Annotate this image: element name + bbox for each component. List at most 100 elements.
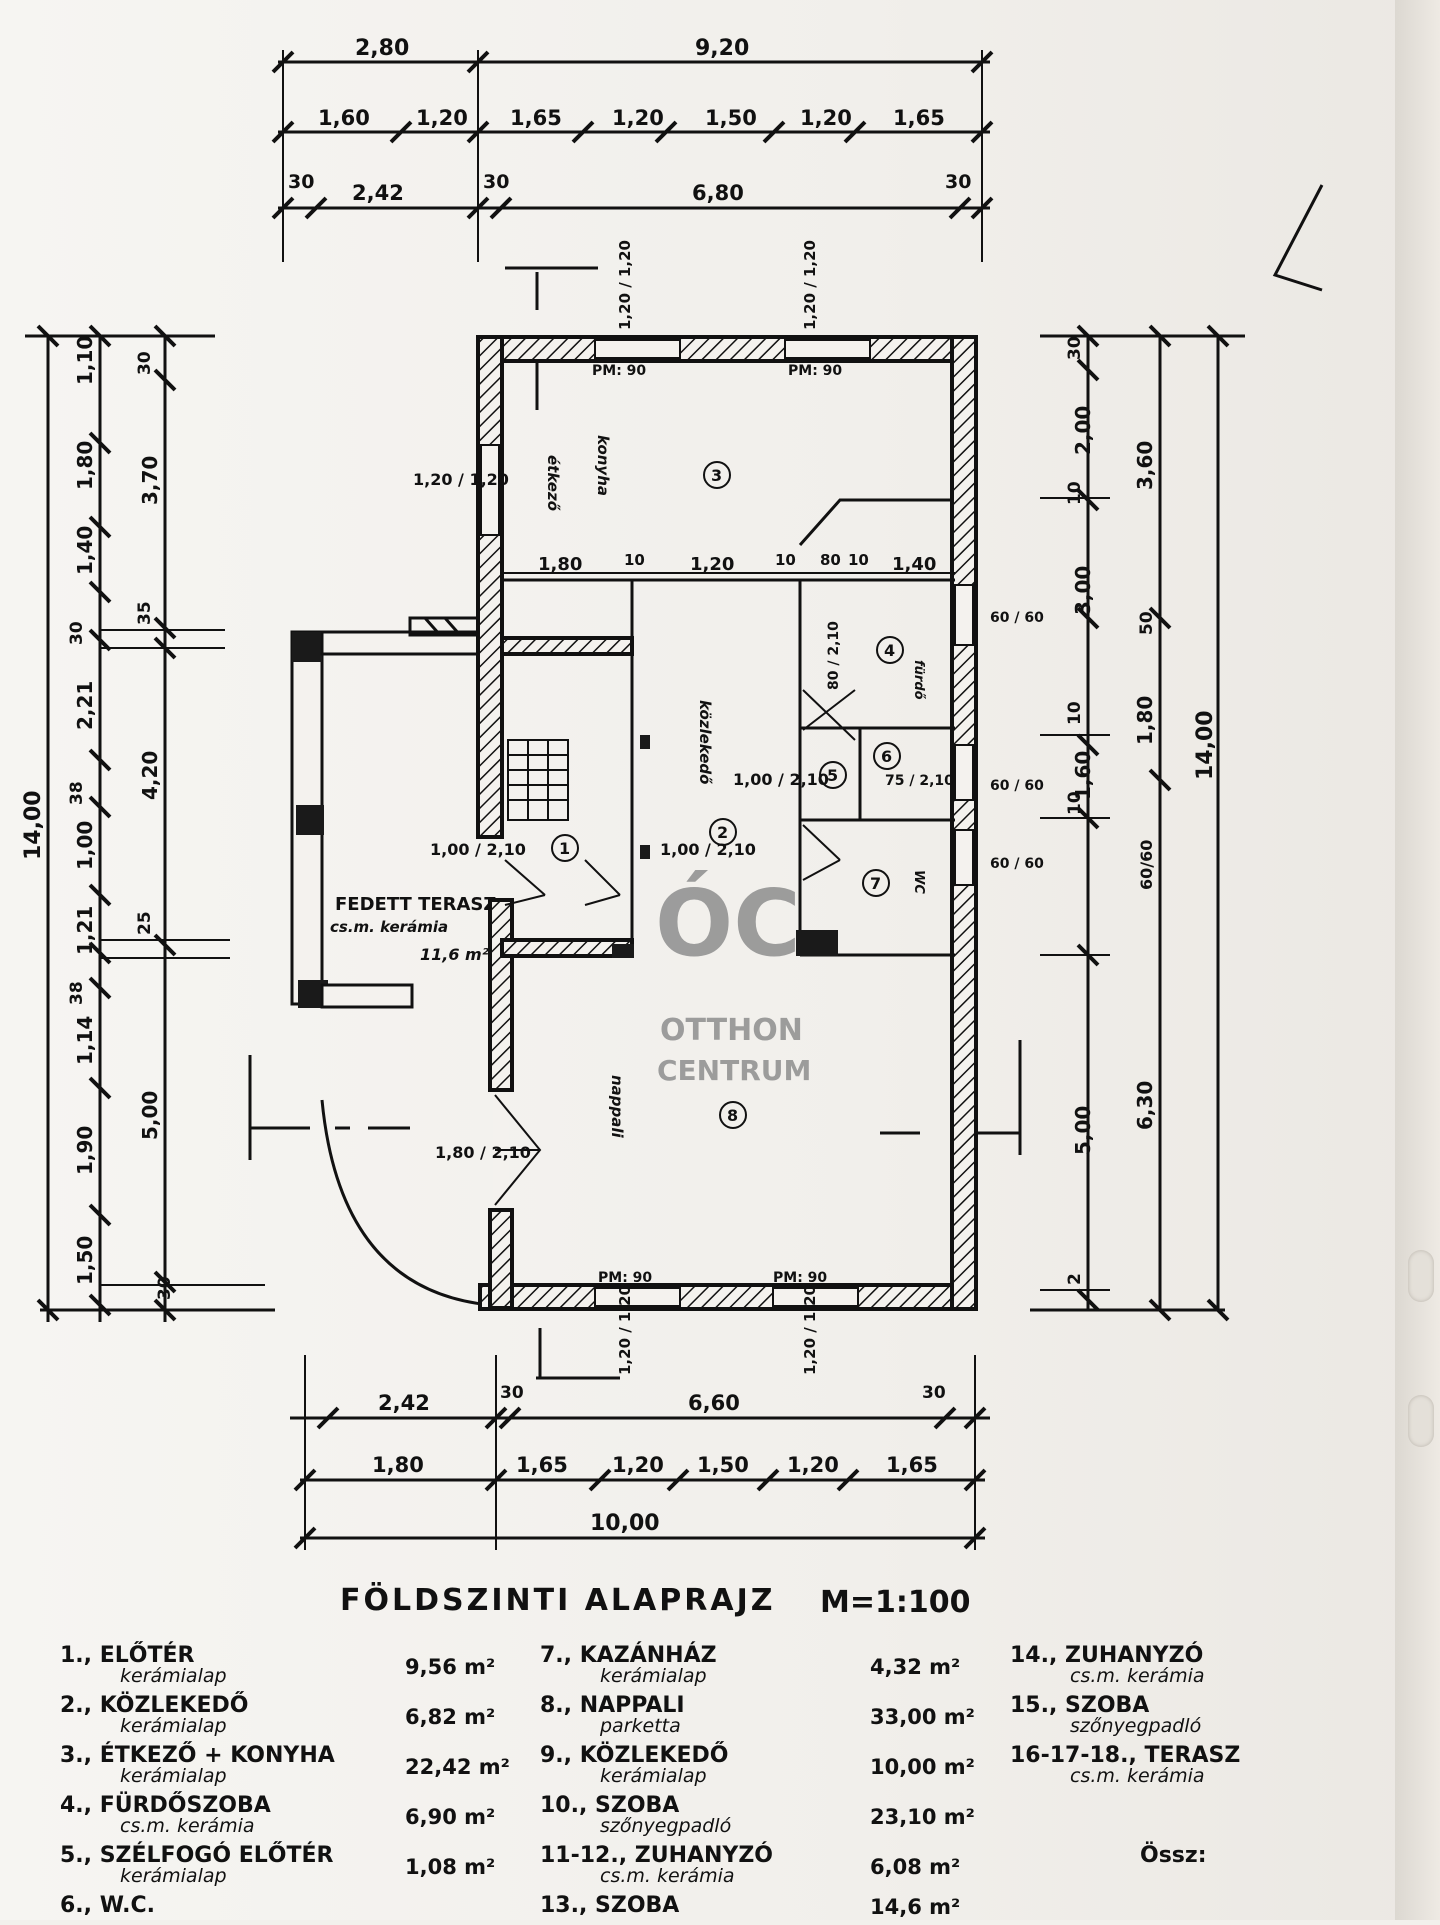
win-r2-label: 60 / 60	[990, 778, 1044, 794]
legend-total-row: Össz:	[1010, 1845, 1340, 1875]
legend-row: 4., FÜRDŐSZOBA cs.m. kerámia 6,90 m²	[60, 1795, 510, 1845]
punch-hole	[1408, 1395, 1434, 1447]
room-marker-1: 1	[559, 839, 570, 858]
room-marker-6: 6	[881, 747, 892, 766]
room-name-wc: WC	[911, 870, 926, 894]
room-marker-2: 2	[717, 823, 728, 842]
legend-num: 15.,	[1010, 1693, 1058, 1718]
legend-name: ÉTKEZŐ + KONYHA	[99, 1743, 335, 1768]
legend-name: FÜRDŐSZOBA	[99, 1793, 271, 1818]
punch-hole	[1408, 1250, 1434, 1302]
legend-area: 14,6 m²	[870, 1895, 961, 1919]
legend-sub: cs.m. kerámia	[600, 1865, 735, 1887]
dim-right-mid-0: 3,60	[1133, 441, 1157, 490]
dim-left-12: 30	[155, 1276, 175, 1300]
legend-row: 10., SZOBA szőnyegpadló 23,10 m²	[540, 1795, 990, 1845]
building-walls	[476, 335, 978, 1311]
dim-left-11: 1,50	[73, 1236, 97, 1285]
legend-area: 1,08 m²	[405, 1855, 496, 1879]
terrace-area: 11,6 m²	[420, 945, 489, 964]
legend-sub: kerámialap	[120, 1665, 227, 1687]
dim-bot-r1-1: 30	[500, 1383, 524, 1403]
legend-area: 33,00 m²	[870, 1705, 975, 1729]
legend-area: 9,56 m²	[405, 1655, 496, 1679]
plan-title: FÖLDSZINTI ALAPRAJZ M=1:100	[340, 1581, 970, 1620]
legend-num: 3.,	[60, 1743, 93, 1768]
legend-area: 4,32 m²	[870, 1655, 961, 1679]
legend-area: 6,82 m²	[405, 1705, 496, 1729]
otthon-centrum-watermark: ÓC OTTHON CENTRUM	[655, 868, 811, 1087]
dim-ri-1: 2,00	[1071, 406, 1095, 455]
legend-num: 13.,	[540, 1893, 588, 1918]
legend-num: 16-17-18.,	[1010, 1743, 1137, 1768]
pm4-label: PM: 90	[773, 1270, 827, 1286]
win-left-label: 1,20 / 1,20	[413, 470, 509, 489]
legend-name: NAPPALI	[579, 1693, 685, 1718]
legend-area: 23,10 m²	[870, 1805, 975, 1829]
legend-name: KÖZLEKEDŐ	[99, 1693, 249, 1718]
door3-label: 1,00 / 2,10	[733, 770, 829, 789]
dim-ri-5: 1,60	[1071, 751, 1095, 800]
legend-sub: kerámialap	[120, 1865, 227, 1887]
legend-column-3: 14., ZUHANYZÓ cs.m. kerámia 15., SZOBA s…	[1010, 1645, 1340, 1875]
legend-sub: kerámialap	[120, 1715, 227, 1737]
legend-num: 11-12.,	[540, 1843, 628, 1868]
dim-rs-2: 60/60	[1137, 840, 1156, 890]
room-marker-5: 5	[827, 766, 838, 785]
room-name-kitchen: konyha	[594, 435, 612, 496]
dim-left-1: 1,80	[73, 441, 97, 490]
room-name-hall: közlekedő	[696, 700, 714, 784]
legend-name: SZOBA	[595, 1793, 680, 1818]
legend-sub: szőnyegpadló	[1070, 1715, 1202, 1737]
dim-left-2: 1,40	[73, 526, 97, 575]
dim-rs-1: 1,80	[1133, 696, 1157, 745]
legend-row: 6., W.C.	[60, 1895, 510, 1925]
legend-row: 11-12., ZUHANYZÓ cs.m. kerámia 6,08 m²	[540, 1845, 990, 1895]
legend-row: 7., KAZÁNHÁZ kerámialap 4,32 m²	[540, 1645, 990, 1695]
legend-column-2: 7., KAZÁNHÁZ kerámialap 4,32 m² 8., NAPP…	[540, 1645, 990, 1925]
dim-bot-total: 10,00	[590, 1511, 660, 1536]
dim-left-3: 30	[67, 621, 87, 645]
legend-row: 5., SZÉLFOGÓ ELŐTÉR kerámialap 1,08 m²	[60, 1845, 510, 1895]
opening-annotations: 1,20 / 1,20 1,20 / 1,20 1,20 / 1,20 1,20…	[413, 240, 1044, 1375]
win-bot1-label: 1,20 / 1,20	[616, 1285, 634, 1375]
watermark-logo: ÓC	[655, 868, 801, 977]
dim-ri-2: 10	[1065, 481, 1085, 505]
covered-terrace: FEDETT TERASZ cs.m. kerámia 11,6 m²	[290, 616, 496, 1307]
dim-top-r3-0: 30	[288, 171, 314, 193]
legend-name: KÖZLEKEDŐ	[579, 1743, 729, 1768]
legend-area: 6,90 m²	[405, 1805, 496, 1829]
legend-num: 10.,	[540, 1793, 588, 1818]
legend-row	[1010, 1795, 1340, 1845]
dim-left-8: 38	[67, 981, 87, 1005]
legend-name: SZÉLFOGÓ ELŐTÉR	[99, 1843, 334, 1868]
interior-dims: 1,80 10 1,20 10 80 10 1,40	[500, 551, 955, 575]
dim-bot-r2-3: 1,50	[697, 1453, 749, 1477]
top-dimension-chains: 2,80 9,20 1,60 1,20 1,65 1,20 1,50 1,20 …	[271, 36, 994, 262]
dim-li-1: 3,70	[138, 456, 162, 505]
legend-row: 16-17-18., TERASZ cs.m. kerámia	[1010, 1745, 1340, 1795]
dim-li-3: 4,20	[138, 751, 162, 800]
dim-int-3: 10	[775, 551, 796, 569]
dim-left-7: 1,21	[73, 906, 97, 955]
dim-top-r2-5: 1,20	[800, 106, 852, 130]
dim-rs-0: 50	[1137, 611, 1157, 635]
win-r1-label: 60 / 60	[990, 610, 1044, 626]
dim-left-0: 1,10	[73, 336, 97, 385]
dim-int-1: 10	[624, 551, 645, 569]
dim-top-r2-2: 1,65	[510, 106, 562, 130]
terrace-sub: cs.m. kerámia	[330, 918, 448, 936]
dim-right-total: 14,00	[1193, 710, 1218, 780]
legend-row: 1., ELŐTÉR kerámialap 9,56 m²	[60, 1645, 510, 1695]
dim-ri-0: 30	[1065, 336, 1085, 360]
plan-title-text: FÖLDSZINTI ALAPRAJZ	[340, 1581, 776, 1618]
legend-row: 14., ZUHANYZÓ cs.m. kerámia	[1010, 1645, 1340, 1695]
legend-row: 9., KÖZLEKEDŐ kerámialap 10,00 m²	[540, 1745, 990, 1795]
legend-num: 1.,	[60, 1643, 93, 1668]
legend-num: 2.,	[60, 1693, 93, 1718]
right-dimension-chains: 14,00 3,60 6,30 30 2,00 10 3,00 10 1,60 …	[1030, 324, 1245, 1322]
dim-bot-r1-3: 30	[922, 1383, 946, 1403]
section-marker-sides	[248, 1040, 1022, 1160]
room-name-living: nappali	[608, 1075, 626, 1139]
